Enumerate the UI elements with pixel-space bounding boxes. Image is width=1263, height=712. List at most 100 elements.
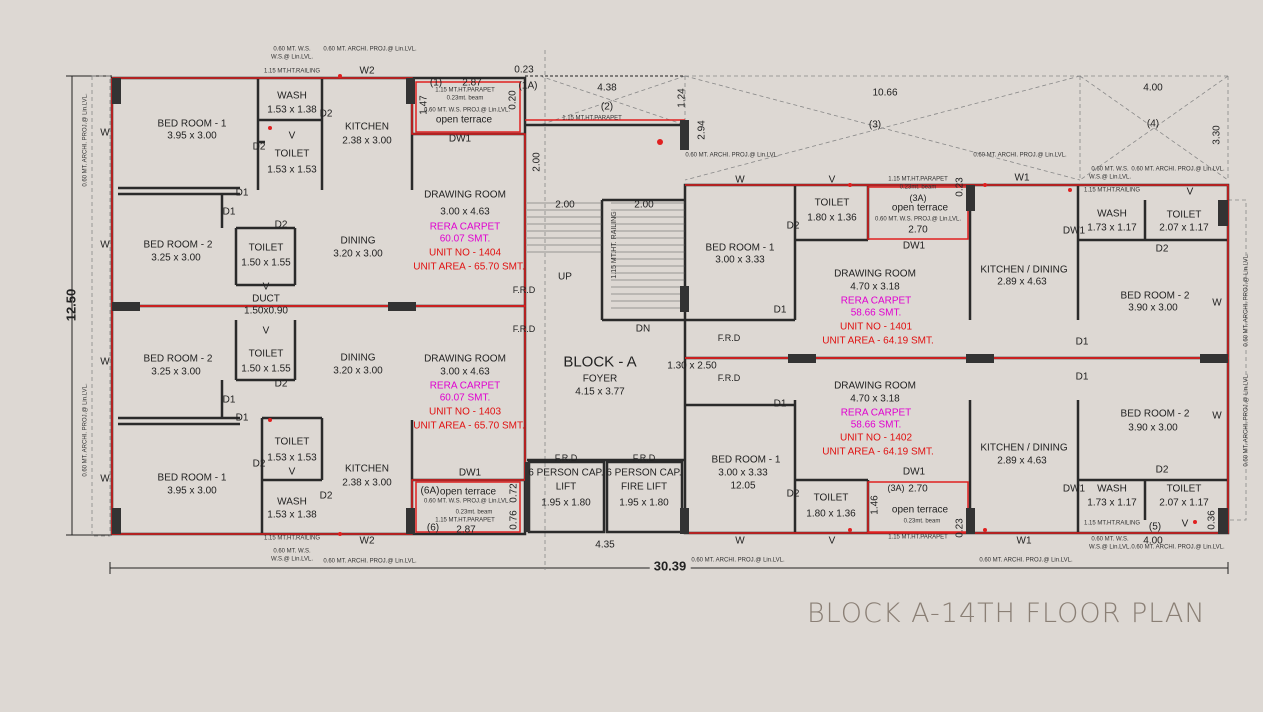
railing-note: 1.15 MT.HT. RAILING [610,211,618,279]
u1401-drawing: DRAWING ROOM [834,268,916,280]
terrace-tag: (6) [426,522,440,534]
door-tag: D1 [773,398,787,410]
fire-door-label: F.R.D [717,332,741,343]
room-label: BED ROOM - 2 [1120,408,1190,420]
room-label: TOILET [814,197,850,209]
room-size: 1.73 x 1.17 [1087,222,1137,234]
room-label: TOILET [248,242,284,254]
room-area: 12.05 [730,480,756,492]
u1403-drawing-size: 3.00 x 4.63 [440,366,490,378]
parapet-note: 1.15 MT.HT.PARAPET [435,87,495,94]
projection-note: 0.60 MT. ARCHI. PROJ.@ Lin.LVL. [82,93,89,187]
ws-note: 0.60 MT. W.S. [1091,166,1129,173]
door-tag: D2 [274,219,288,231]
railing-note: 1.15 MT.HT.RAILING [1083,520,1141,527]
beam-note: 0.23mt. beam [899,184,937,191]
projection-note: 0.60 MT. ARCHI. PROJ.@ Lin.LVL. [323,558,417,565]
room-label: KITCHEN / DINING [980,264,1068,276]
vent-tag: V [288,466,296,478]
dim-tag: (2) [600,101,614,113]
terrace-tag: (3A) [909,192,927,203]
projection-note: 0.60 MT. ARCHI. PROJ.@ Lin.LVL. [973,152,1067,159]
ws-projection-note: 0.60 MT. W.S. PROJ.@ Lin.LVL. [423,107,511,114]
dim: 4.38 [597,82,617,94]
vent-tag: V [288,130,296,142]
projection-note: 0.60 MT. ARCHI. PROJ.@ Lin.LVL. [1243,373,1250,467]
projection-note: 0.60 MT. ARCHI. PROJ.@ Lin.LVL. [979,557,1073,564]
vent-tag: V [262,281,270,293]
dim: 2.94 [696,120,708,140]
dim: 4.00 [1143,82,1163,94]
parapet-note: 1.15 MT.HT.PARAPET [435,517,495,524]
stair-down-label: DN [635,323,651,335]
projection-note: 0.60 MT. ARCHI. PROJ.@ Lin.LVL. [1243,253,1250,347]
door-window-tag: DW1 [902,240,926,252]
room-label: KITCHEN [345,121,389,133]
lift-size: 1.95 x 1.80 [541,497,591,509]
lift-capacity: 6 PERSON CAP. [528,467,604,479]
overall-width-dimension: 30.39 [649,559,691,575]
window-tag: W [735,535,745,547]
ws-note: 0.60 MT. W.S. [273,46,311,53]
dim-tag: (1A) [518,80,538,92]
foyer-size: 4.15 x 3.77 [575,386,625,398]
fire-lift-capacity: 6 PERSON CAP. [606,467,682,479]
vent-tag: V [828,535,836,547]
beam-note: 0.23mt. beam [903,518,941,525]
room-label: BED ROOM - 2 [143,239,213,251]
u1404-unit-no: UNIT NO - 1404 [428,247,502,259]
u1403-unit-area: UNIT AREA - 65.70 SMT. [413,420,525,432]
projection-note: 0.60 MT. ARCHI. PROJ.@ Lin.LVL. [1131,544,1225,551]
fire-door-label: F.R.D [512,284,536,295]
stair-treads [527,202,685,309]
door-window-tag: DW1 [1062,225,1086,237]
door-tag: D1 [773,304,787,316]
room-size: 1.53 x 1.38 [267,509,317,521]
railing-note: 1.15 MT.HT.RAILING [263,68,321,75]
room-size: 3.95 x 3.00 [167,130,217,142]
room-size: 3.90 x 3.00 [1128,422,1178,434]
dim: 0.76 [508,510,520,530]
room-label: DUCT [252,293,280,305]
dim: 1.24 [676,88,688,108]
room-size: 1.73 x 1.17 [1087,497,1137,509]
window-tag: W [100,473,110,485]
door-tag: D2 [319,108,333,120]
overall-height-dimension: 12.50 [63,288,79,322]
dim: 4.00 [1143,535,1163,547]
u1401-carpet: RERA CARPET [840,295,912,307]
door-window-tag: DW1 [458,467,482,479]
fire-door-label: F.R.D [512,323,536,334]
ws-note: W.S.@ Lin.LVL. [271,556,313,563]
room-size: 1.53 x 1.38 [267,104,317,116]
room-size: 1.50x0.90 [244,305,288,317]
dim: 1.30 x 2.50 [667,360,717,372]
beam-note: 0.23mt. beam [455,509,493,516]
open-terrace-label: open terrace [439,486,497,498]
ws-projection-note: 0.60 MT. W.S. PROJ.@ Lin.LVL. [874,216,962,223]
u1402-drawing: DRAWING ROOM [834,380,916,392]
ws-note: 0.60 MT. W.S. [1091,536,1129,543]
window-tag: W [100,239,110,251]
window-tag: W [100,356,110,368]
room-size: 1.53 x 1.53 [267,164,317,176]
u1401-unit-area: UNIT AREA - 64.19 SMT. [822,335,934,347]
u1403-carpet: RERA CARPET [429,380,501,392]
u1403-drawing: DRAWING ROOM [424,353,506,365]
room-label: TOILET [274,148,310,160]
room-label: WASH [277,90,307,102]
fire-lift-name: FIRE LIFT [620,481,668,493]
dim: 0.36 [1206,510,1218,530]
door-tag: D1 [1075,336,1089,348]
room-label: KITCHEN [345,463,389,475]
block-name: BLOCK - A [563,353,637,371]
terrace-length: 2.70 [908,483,928,495]
room-label: DINING [340,352,376,364]
door-tag: D1 [222,206,236,218]
ws-note: 0.60 MT. W.S. [273,548,311,555]
door-window-tag: DW1 [448,133,472,145]
u1402-unit-no: UNIT NO - 1402 [839,432,913,444]
u1404-carpet: RERA CARPET [429,221,501,233]
door-tag: D1 [235,412,249,424]
door-tag: D2 [252,141,266,153]
